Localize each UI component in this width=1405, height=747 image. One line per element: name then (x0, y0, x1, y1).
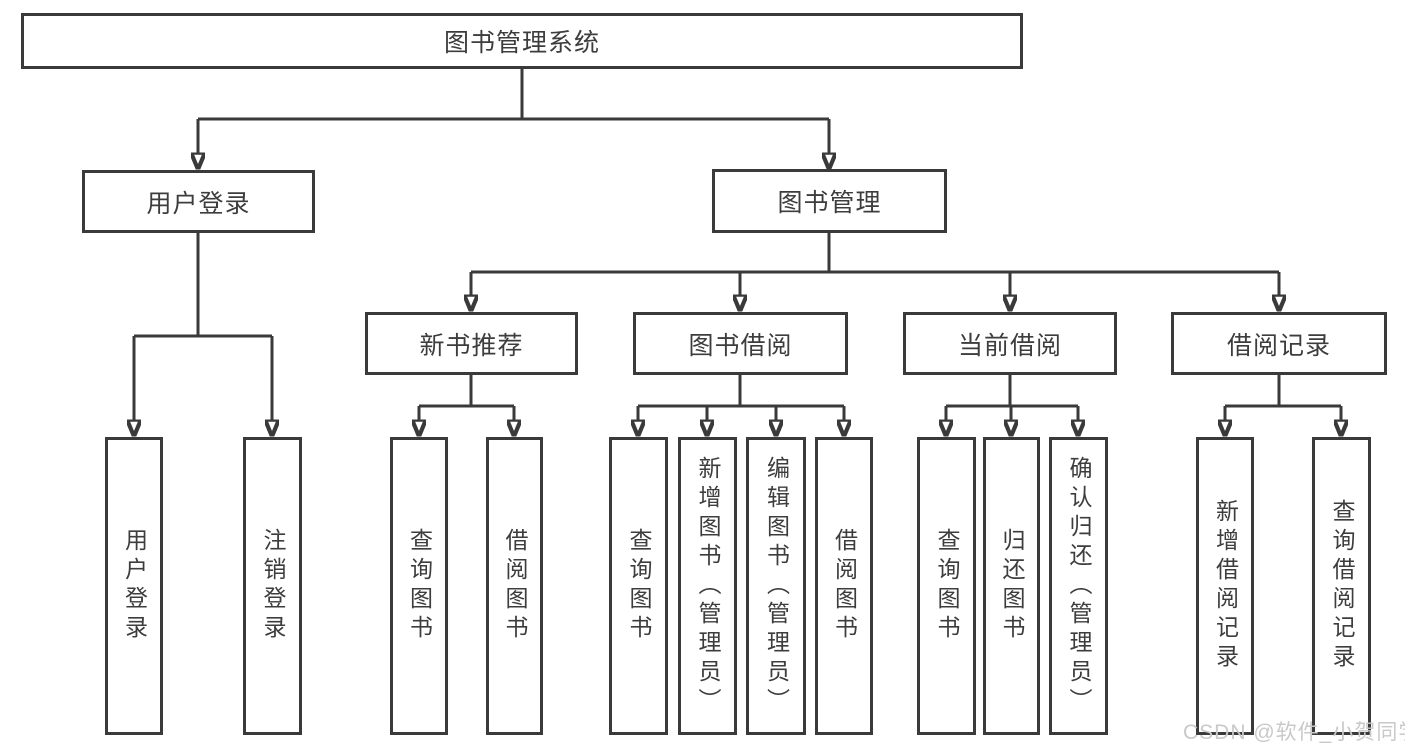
leaf-cb-query-books-label: 查询图书 (934, 528, 960, 644)
leaf-bb-borrow-books-label: 借阅图书 (831, 528, 858, 644)
leaf-user-login-label: 用户登录 (121, 528, 148, 644)
edges-user-login-branch (134, 233, 272, 421)
node-current-borrowing: 当前借阅 (903, 312, 1117, 375)
node-root-system: 图书管理系统 (21, 13, 1023, 69)
node-book-management: 图书管理 (712, 169, 947, 233)
csdn-watermark: CSDN @软件_小贺同学 (1183, 721, 1405, 744)
leaf-nr-borrow-books: 借阅图书 (486, 437, 543, 735)
edges-current-branch (946, 375, 1078, 421)
leaf-bb-add-books-admin-label: 新增图书（管理员） (695, 455, 721, 717)
node-borrowing-records: 借阅记录 (1171, 312, 1387, 375)
leaf-bb-edit-books-admin-label: 编辑图书（管理员） (763, 455, 790, 717)
node-current-borrowing-label: 当前借阅 (957, 331, 1062, 360)
leaf-logout: 注销登录 (243, 437, 302, 735)
node-borrowing-records-label: 借阅记录 (1226, 331, 1331, 360)
leaf-cb-confirm-return-admin: 确认归还（管理员） (1049, 437, 1108, 735)
leaf-logout-label: 注销登录 (260, 528, 286, 644)
leaf-nr-query-books: 查询图书 (390, 437, 448, 735)
leaf-rec-query-record-label: 查询借阅记录 (1329, 499, 1355, 673)
node-book-borrowing: 图书借阅 (633, 312, 848, 375)
leaf-rec-add-record: 新增借阅记录 (1196, 437, 1254, 735)
node-new-book-recommendation-label: 新书推荐 (419, 331, 524, 360)
node-user-login: 用户登录 (82, 170, 315, 233)
edges-records-branch (1225, 375, 1341, 421)
node-root-system-label: 图书管理系统 (443, 29, 600, 57)
edges-new-rec-branch (419, 375, 514, 421)
leaf-bb-add-books-admin: 新增图书（管理员） (678, 437, 737, 735)
leaf-cb-return-books-label: 归还图书 (999, 528, 1025, 644)
node-user-login-label: 用户登录 (146, 189, 251, 218)
leaf-cb-confirm-return-admin-label: 确认归还（管理员） (1066, 455, 1092, 717)
leaf-bb-borrow-books: 借阅图书 (815, 437, 873, 735)
leaf-user-login: 用户登录 (105, 437, 163, 735)
leaf-bb-query-books: 查询图书 (609, 437, 668, 735)
leaf-nr-borrow-books-label: 借阅图书 (502, 528, 528, 644)
node-book-borrowing-label: 图书借阅 (688, 331, 793, 360)
leaf-rec-query-record: 查询借阅记录 (1312, 437, 1371, 735)
leaf-bb-query-books-label: 查询图书 (626, 528, 652, 644)
leaf-cb-return-books: 归还图书 (983, 437, 1040, 735)
node-new-book-recommendation: 新书推荐 (365, 312, 578, 375)
edges-root-to-level2 (198, 69, 829, 154)
leaf-rec-add-record-label: 新增借阅记录 (1212, 499, 1239, 673)
leaf-cb-query-books: 查询图书 (917, 437, 976, 735)
node-book-management-label: 图书管理 (777, 189, 882, 217)
leaf-bb-edit-books-admin: 编辑图书（管理员） (746, 437, 806, 735)
edges-book-mgmt-branch (471, 233, 1279, 296)
edges-borrowing-branch (638, 375, 844, 421)
leaf-nr-query-books-label: 查询图书 (406, 528, 433, 644)
